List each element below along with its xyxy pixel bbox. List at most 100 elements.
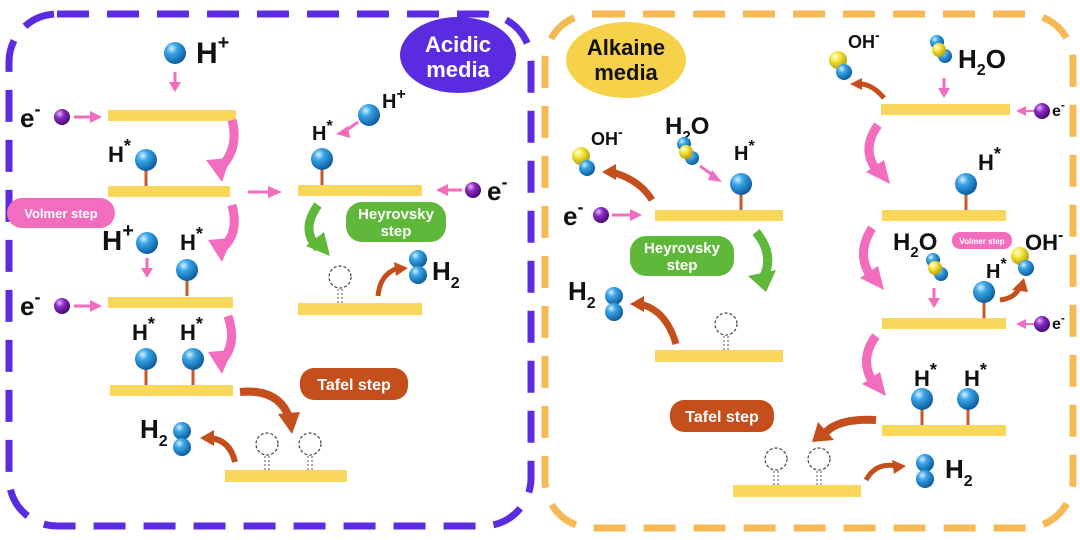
electron-label: e xyxy=(563,201,577,231)
water-molecule-icon xyxy=(677,137,699,165)
hydroxide-label: OH xyxy=(591,129,618,149)
electron-label: e xyxy=(1052,103,1061,120)
heyrovsky-label-line2: step xyxy=(381,223,412,240)
adsorbed-hydrogen-icon xyxy=(955,386,981,427)
electron-icon xyxy=(1034,316,1050,332)
volmer-step-label: Volmer step xyxy=(959,237,1004,246)
electrode xyxy=(733,485,861,497)
water-molecule-icon xyxy=(926,253,948,281)
electron-label: e xyxy=(487,176,501,206)
water-h-label: H xyxy=(893,229,910,256)
adsorbed-h-label: H xyxy=(964,366,980,391)
electrode xyxy=(655,350,783,362)
vacant-site-icon xyxy=(298,432,322,471)
hydroxide-label: OH xyxy=(1025,230,1058,255)
tafel-step-label: Tafel step xyxy=(317,377,391,394)
proton-label: H xyxy=(102,225,122,256)
electron-label: e xyxy=(1052,316,1061,333)
adsorbed-hydrogen-icon xyxy=(309,146,335,187)
svg-text:H+: H+ xyxy=(102,220,134,256)
svg-text:H*: H* xyxy=(914,360,937,391)
electrode xyxy=(298,185,422,196)
electrode xyxy=(655,210,783,221)
svg-text:H+: H+ xyxy=(196,32,229,70)
svg-text:H*: H* xyxy=(734,138,755,165)
electrode xyxy=(882,318,1006,329)
svg-text:H2: H2 xyxy=(945,454,973,490)
adsorbed-h-label: H xyxy=(108,142,124,167)
electrode xyxy=(298,303,422,315)
electron-label: e xyxy=(20,103,34,133)
svg-text:H*: H* xyxy=(964,360,987,391)
electron-icon xyxy=(54,298,70,314)
heyrovsky-step-pill xyxy=(630,236,734,276)
vacant-site-icon xyxy=(255,432,279,471)
adsorbed-h-label: H xyxy=(914,366,930,391)
svg-text:e-: e- xyxy=(20,99,40,133)
hydrogen-molecule-icon xyxy=(916,454,934,488)
adsorbed-hydrogen-icon xyxy=(953,171,979,212)
proton-label: H xyxy=(382,91,396,113)
svg-text:OH-: OH- xyxy=(591,124,623,149)
svg-text:H*: H* xyxy=(108,136,131,167)
electrode xyxy=(110,385,233,396)
svg-text:e-: e- xyxy=(487,172,507,206)
adsorbed-hydrogen-icon xyxy=(174,257,200,298)
adsorbed-h-label: H xyxy=(734,143,748,165)
electrode xyxy=(882,425,1006,436)
adsorbed-h-label: H xyxy=(978,150,994,175)
water-h-label: H xyxy=(958,44,977,74)
svg-text:H2O: H2O xyxy=(893,229,937,261)
volmer-step-label: Volmer step xyxy=(24,206,98,221)
hydrogen-label: H xyxy=(568,276,587,306)
svg-text:H*: H* xyxy=(978,144,1001,175)
electrode xyxy=(108,110,236,121)
heyrovsky-label-line2: step xyxy=(667,257,698,274)
volmer-step-pill xyxy=(7,198,115,228)
electrode xyxy=(108,297,233,308)
electron-icon xyxy=(54,109,70,125)
hydroxide-icon xyxy=(572,147,595,176)
tafel-step-pill xyxy=(300,368,408,400)
hydrogen-label: H xyxy=(945,454,964,484)
svg-text:H2O: H2O xyxy=(958,44,1006,79)
hydrogen-atom-icon xyxy=(358,104,380,126)
electrode xyxy=(881,104,1010,115)
adsorbed-hydrogen-icon xyxy=(728,171,754,212)
svg-text:H*: H* xyxy=(180,314,203,345)
proton-label: H xyxy=(196,37,218,70)
acidic-panel-border xyxy=(5,10,535,530)
adsorbed-h-label: H xyxy=(132,320,148,345)
svg-text:H*: H* xyxy=(312,118,333,145)
heyrovsky-label-line1: Heyrovsky xyxy=(644,240,721,257)
svg-text:e-: e- xyxy=(20,287,40,321)
hydroxide-icon xyxy=(829,51,852,80)
alkaline-media-badge: Alkaine media xyxy=(566,22,686,98)
adsorbed-hydrogen-icon xyxy=(133,147,159,188)
adsorbed-hydrogen-icon xyxy=(909,386,935,427)
acidic-title-line1: Acidic xyxy=(425,32,491,57)
hydrogen-atom-icon xyxy=(164,42,186,64)
adsorbed-h-label: H xyxy=(180,230,196,255)
vacant-site-icon xyxy=(807,447,831,486)
svg-text:H*: H* xyxy=(132,314,155,345)
electron-label: e xyxy=(20,291,34,321)
svg-text:H*: H* xyxy=(986,256,1007,283)
hydroxide-label: OH xyxy=(848,32,875,52)
electron-icon xyxy=(593,207,609,223)
svg-text:H*: H* xyxy=(180,224,203,255)
svg-text:OH-: OH- xyxy=(1025,227,1063,255)
tafel-step-label: Tafel step xyxy=(685,409,759,426)
alkaline-title-line1: Alkaine xyxy=(587,35,665,60)
alkaline-panel-border xyxy=(541,10,1077,532)
adsorbed-h-label: H xyxy=(312,123,326,145)
tafel-step-pill xyxy=(670,400,774,432)
svg-text:H2: H2 xyxy=(568,276,596,312)
vacant-site-icon xyxy=(764,447,788,486)
acidic-title-line2: media xyxy=(426,57,490,82)
svg-text:H2: H2 xyxy=(432,256,460,292)
adsorbed-hydrogen-icon xyxy=(133,346,159,387)
hydrogen-atom-icon xyxy=(136,232,158,254)
acidic-media-badge: Acidic media xyxy=(400,17,516,93)
adsorbed-hydrogen-icon xyxy=(971,279,997,320)
